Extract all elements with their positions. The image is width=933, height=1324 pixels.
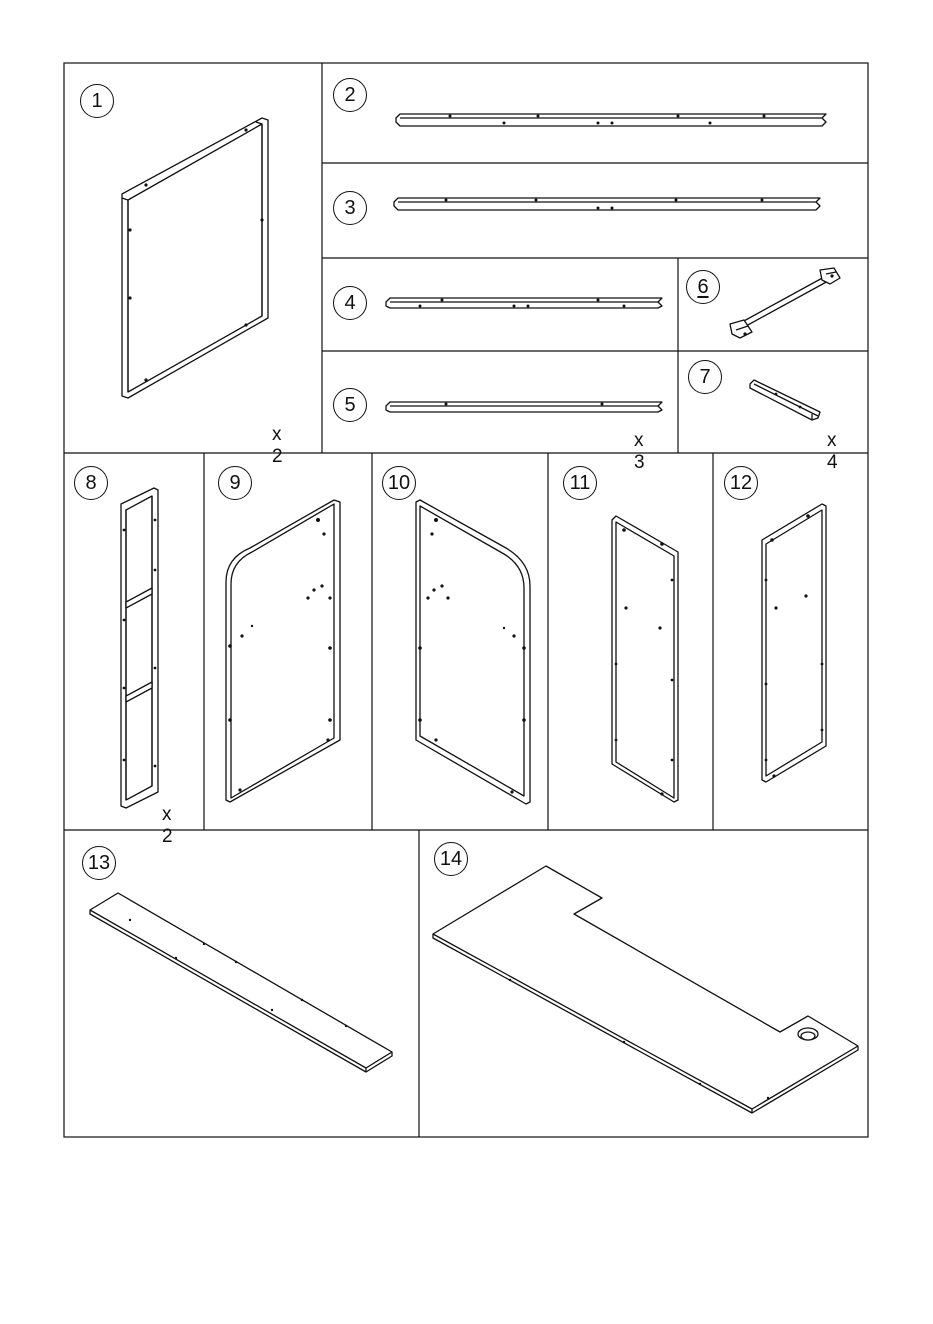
desktop-board-drawing	[0, 0, 933, 1324]
parts-list-sheet: 1 x 2 2	[0, 0, 933, 1324]
